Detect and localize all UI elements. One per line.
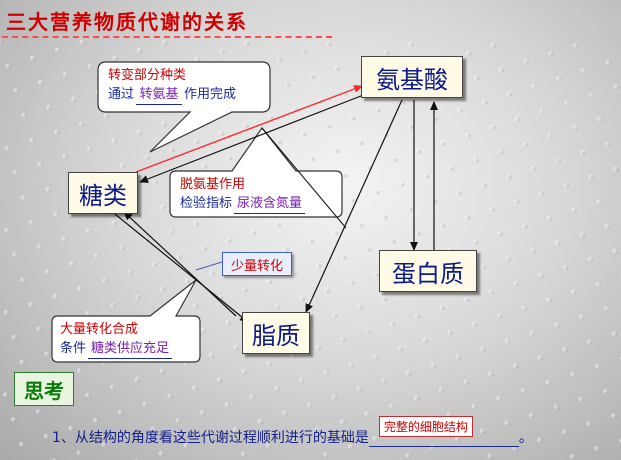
arrow-amino-acid-to-lipid [305, 99, 403, 313]
callout-transamination-line1: 转变部分种类 [108, 68, 187, 83]
callout-deamination-fill: 尿液含氮量 [234, 194, 306, 214]
callout-large-conversion: 大量转化合成 条件糖类供应充足 [60, 320, 174, 359]
callout-deamination-line2: 检验指标尿液含氮量 [180, 194, 307, 214]
answer-text: 完整的细胞结构 [378, 416, 473, 437]
title-underline [2, 36, 332, 38]
callout-transamination-suffix: 作用完成 [184, 87, 237, 102]
node-protein[interactable]: 蛋白质 [379, 250, 477, 292]
callout-large-conversion-fill: 糖类供应充足 [88, 339, 173, 359]
page-title: 三大营养物质代谢的关系 [6, 10, 248, 34]
callout-transamination-line2: 通过转氨基作用完成 [108, 85, 236, 105]
callout-large-conversion-shape [51, 279, 201, 363]
small-conversion-pointer [195, 261, 223, 271]
callout-transamination-shape [97, 61, 271, 153]
callout-transamination-fill: 转氨基 [136, 85, 183, 105]
callout-large-conversion-line1: 大量转化合成 [60, 322, 139, 337]
arrow-sugar-to-lipid [109, 209, 249, 323]
question-line: 1、从结构的角度看这些代谢过程顺利进行的基础是完整的细胞结构。 [52, 416, 533, 447]
callout-transamination: 转变部分种类 通过转氨基作用完成 [108, 66, 236, 105]
callout-transamination-prefix: 通过 [108, 87, 135, 102]
callout-deamination-prefix: 检验指标 [180, 196, 233, 211]
arrow-lipid-to-sugar [123, 211, 237, 317]
arrow-amino-acid-to-sugar [139, 93, 367, 183]
node-lipid[interactable]: 脂质 [242, 312, 310, 354]
node-amino-acid[interactable]: 氨基酸 [361, 56, 463, 98]
callout-large-conversion-prefix: 条件 [60, 341, 87, 356]
callout-deamination: 脱氨基作用 检验指标尿液含氮量 [180, 175, 307, 214]
answer-blank[interactable]: 完整的细胞结构 [368, 416, 519, 447]
note-small-conversion: 少量转化 [222, 252, 292, 276]
node-sugar[interactable]: 糖类 [68, 172, 138, 214]
callout-large-conversion-line2: 条件糖类供应充足 [60, 339, 174, 359]
arrow-deamination-connector [261, 127, 347, 229]
think-label: 思考 [14, 372, 74, 406]
arrow-sugar-to-amino-acid [135, 85, 363, 173]
question-end: 。 [518, 430, 533, 446]
callout-deamination-line1: 脱氨基作用 [180, 177, 246, 192]
question-text: 1、从结构的角度看这些代谢过程顺利进行的基础是 [52, 430, 369, 446]
